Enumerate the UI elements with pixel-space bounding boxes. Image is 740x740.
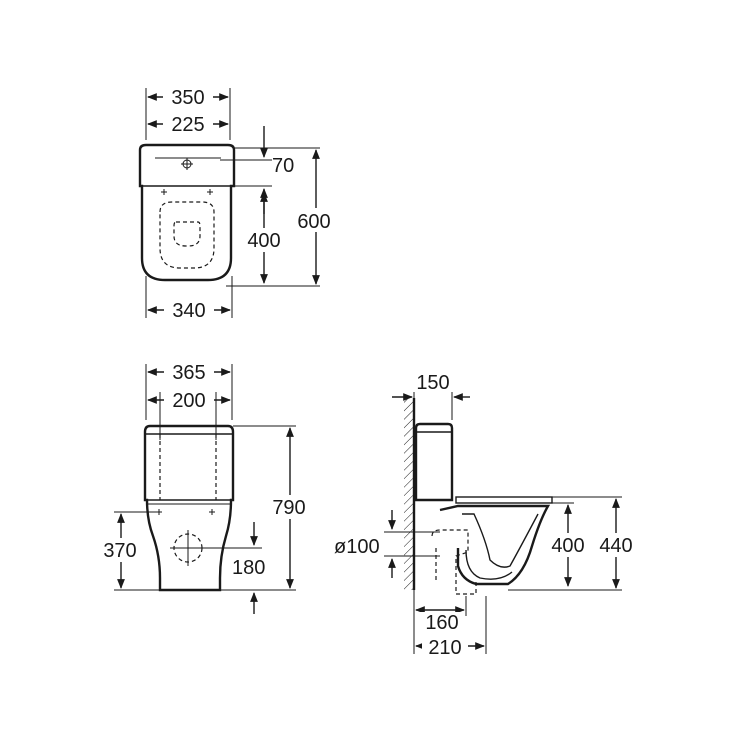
wall-hatch: [404, 398, 414, 590]
label-bg: [266, 495, 312, 519]
top-view-outline: [138, 143, 236, 282]
side-bowl-inner: [462, 513, 539, 568]
side-tank: [414, 422, 454, 502]
dim-rim-height: 440: [599, 535, 632, 557]
dim-tank-depth: 70: [272, 155, 294, 177]
dim-front-fix: 200: [172, 390, 205, 412]
label-bg: [164, 361, 214, 383]
flush-button-symbol: [181, 158, 193, 170]
bowl-opening: [159, 201, 215, 269]
front-fixing-right: [209, 509, 215, 515]
dim-pipe-diameter: ø100: [334, 536, 380, 558]
fixing-point-right: [207, 189, 213, 195]
label-bg: [594, 533, 638, 557]
label-bg: [292, 208, 338, 232]
side-bowl: [439, 504, 551, 586]
top-view: 350 225 70 400 600 340: [138, 86, 338, 322]
label-bg: [244, 228, 286, 252]
bowl-water: [173, 221, 201, 247]
label-bg: [418, 612, 464, 634]
front-view-outline: [143, 424, 235, 592]
dim-front-height: 790: [272, 497, 305, 519]
dim-seat-height: 400: [551, 535, 584, 557]
side-view: 150 ø100 400 440 160 210: [334, 372, 638, 659]
side-outlet-pipe: [431, 529, 477, 595]
dim-side-tank-depth: 150: [416, 372, 449, 394]
side-seat: [455, 496, 553, 504]
dim-outlet-max: 210: [428, 637, 461, 659]
dim-width-inner: 225: [171, 114, 204, 136]
front-view: 365 200 790 370 180: [98, 361, 312, 614]
dim-front-width: 365: [172, 362, 205, 384]
dim-width-bowl: 340: [172, 300, 205, 322]
dim-front-outlet-offset: 180: [232, 557, 265, 579]
dim-width-overall: 350: [171, 87, 204, 109]
label-bg: [546, 533, 590, 557]
label-bg: [164, 299, 214, 321]
dim-front-outlet-height: 370: [103, 540, 136, 562]
label-bg: [163, 86, 213, 108]
dim-outlet-to-back: 400: [247, 230, 280, 252]
label-bg: [422, 636, 468, 658]
label-bg: [164, 389, 214, 411]
fixing-point-left: [161, 189, 167, 195]
dim-depth-overall: 600: [297, 211, 330, 233]
label-bg: [98, 538, 144, 562]
label-bg: [163, 113, 213, 135]
dim-outlet-axis: 160: [425, 612, 458, 634]
side-trap: [465, 549, 513, 580]
